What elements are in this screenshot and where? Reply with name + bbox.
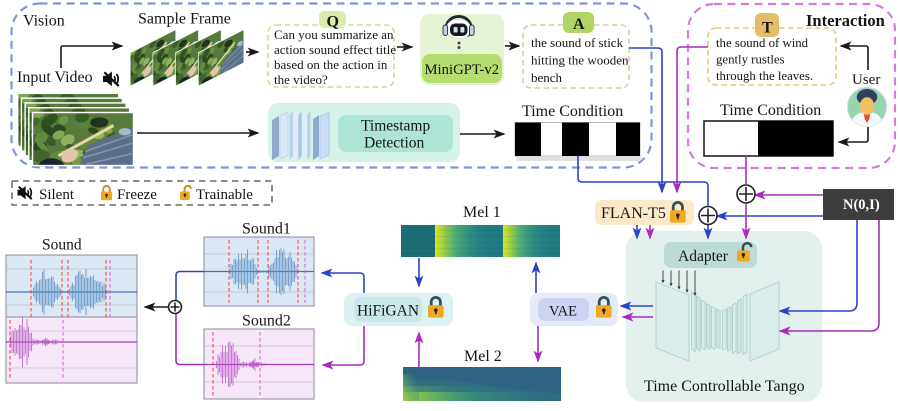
svg-text:Can you summarize an: Can you summarize an — [274, 27, 394, 42]
svg-text:N(0,I): N(0,I) — [843, 197, 880, 213]
svg-text:Adapter: Adapter — [678, 248, 729, 265]
svg-text:Time Condition: Time Condition — [720, 102, 821, 119]
svg-text:FLAN-T5: FLAN-T5 — [601, 205, 666, 222]
svg-text:Sound2: Sound2 — [242, 313, 291, 330]
svg-text:Mel 1: Mel 1 — [463, 204, 501, 221]
svg-text:MiniGPT-v2: MiniGPT-v2 — [425, 62, 500, 78]
svg-text:based on the action in: based on the action in — [274, 57, 388, 72]
svg-text:T: T — [762, 20, 773, 37]
svg-text:Sample Frame: Sample Frame — [138, 11, 231, 28]
svg-text:Trainable: Trainable — [196, 187, 253, 203]
svg-text:Freeze: Freeze — [117, 187, 157, 203]
svg-text:User: User — [852, 72, 880, 88]
svg-text:the sound of wind: the sound of wind — [716, 36, 809, 50]
svg-text:Input Video: Input Video — [17, 69, 93, 86]
svg-text:Interaction: Interaction — [806, 11, 885, 30]
svg-text:Detection: Detection — [364, 135, 425, 152]
svg-text:Sound1: Sound1 — [242, 221, 291, 238]
svg-text:Time Controllable Tango: Time Controllable Tango — [644, 378, 805, 395]
svg-text:Q: Q — [327, 14, 339, 31]
svg-text:bench: bench — [531, 70, 563, 85]
svg-text:Silent: Silent — [39, 187, 75, 203]
svg-text:action sound effect title: action sound effect title — [274, 42, 396, 57]
svg-text:A: A — [573, 16, 585, 33]
svg-text:through the leaves.: through the leaves. — [716, 69, 813, 83]
svg-text:gently rustles: gently rustles — [716, 53, 785, 67]
svg-text:VAE: VAE — [549, 304, 577, 320]
svg-text:Sound: Sound — [42, 237, 82, 254]
svg-text:Vision: Vision — [23, 13, 65, 30]
svg-text:HiFiGAN: HiFiGAN — [357, 303, 419, 320]
svg-text:Timestamp: Timestamp — [361, 118, 430, 135]
svg-text:the sound of stick: the sound of stick — [531, 35, 624, 50]
svg-text:the video?: the video? — [274, 72, 328, 87]
svg-text:hitting the wooden: hitting the wooden — [531, 53, 629, 68]
svg-text:Mel 2: Mel 2 — [464, 348, 502, 365]
svg-text:Time Condition: Time Condition — [522, 103, 623, 120]
